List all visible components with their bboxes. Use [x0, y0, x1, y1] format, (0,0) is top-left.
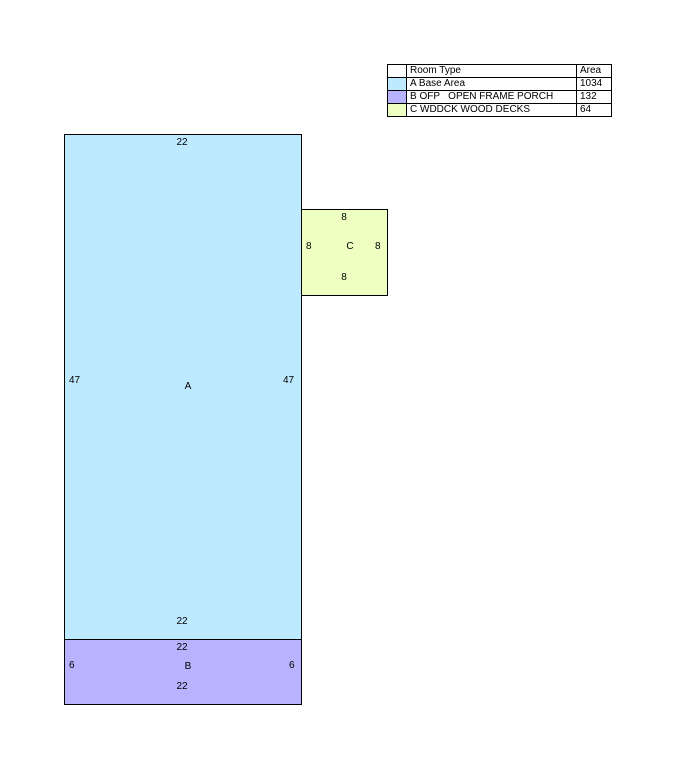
- room-c-dim-bottom: 8: [341, 272, 347, 283]
- legend-swatch-c: [387, 103, 407, 117]
- legend-row-a: A Base Area 1034: [387, 77, 612, 91]
- legend-area-c: 64: [576, 103, 612, 117]
- legend-row-c: C WDDCK WOOD DECKS 64: [387, 103, 612, 117]
- legend-name-c: C WDDCK WOOD DECKS: [406, 103, 577, 117]
- room-b-dim-right: 6: [289, 660, 295, 671]
- room-a-dim-right: 47: [283, 375, 295, 386]
- room-a-dim-bottom: 22: [176, 616, 188, 627]
- room-a-dim-left: 47: [69, 375, 81, 386]
- room-b-dim-left: 6: [69, 660, 75, 671]
- legend-header-area: Area: [576, 64, 612, 78]
- legend-name-a: A Base Area: [406, 77, 577, 91]
- legend-area-b: 132: [576, 90, 612, 104]
- room-c-letter: C: [346, 241, 354, 252]
- room-b-dim-top: 22: [176, 642, 188, 653]
- room-a-base-area: [64, 134, 302, 640]
- legend-row-b: B OFP OPEN FRAME PORCH 132: [387, 90, 612, 104]
- legend-header-row: Room Type Area: [387, 64, 612, 78]
- room-c-dim-top: 8: [341, 212, 347, 223]
- legend-area-a: 1034: [576, 77, 612, 91]
- room-c-wood-decks: [301, 209, 388, 296]
- legend-name-b: B OFP OPEN FRAME PORCH: [406, 90, 577, 104]
- room-b-letter: B: [184, 661, 192, 672]
- legend-swatch-b: [387, 90, 407, 104]
- room-c-dim-left: 8: [306, 241, 312, 252]
- room-b-open-frame-porch: [64, 639, 302, 705]
- legend-header-room-type: Room Type: [406, 64, 577, 78]
- legend-swatch-a: [387, 77, 407, 91]
- room-b-dim-bottom: 22: [176, 681, 188, 692]
- room-a-dim-top: 22: [176, 137, 188, 148]
- room-c-dim-right: 8: [375, 241, 381, 252]
- legend-header-swatch: [387, 64, 407, 78]
- room-type-legend: Room Type Area A Base Area 1034 B OFP OP…: [387, 64, 612, 117]
- room-a-letter: A: [184, 381, 192, 392]
